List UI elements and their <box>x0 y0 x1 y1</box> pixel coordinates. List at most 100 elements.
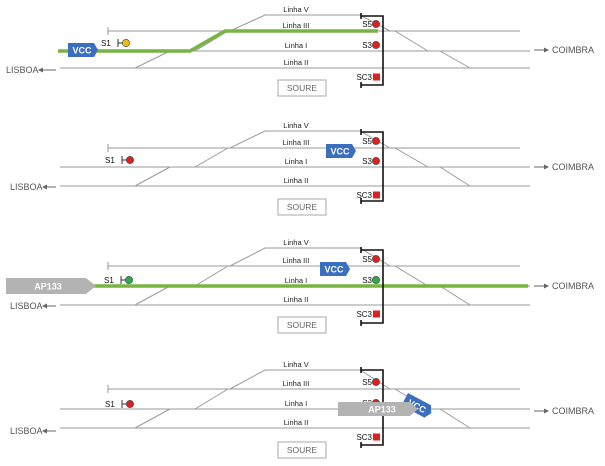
sc3-light <box>373 191 380 199</box>
crossover-iii-i-right <box>394 30 429 52</box>
crossover-i-iii-left <box>194 147 229 168</box>
signal-gantry <box>361 249 384 324</box>
station-name: SOURE <box>287 445 318 455</box>
s1-light <box>126 400 134 408</box>
sc3-light <box>373 310 380 318</box>
crossover-i-iii-left <box>194 388 229 410</box>
arrowhead-lisboa <box>42 184 47 190</box>
label-s1: S1 <box>104 276 114 285</box>
label-s1: S1 <box>101 39 111 48</box>
label-s1: S1 <box>105 400 115 409</box>
signal-gantry <box>361 15 384 86</box>
label-lisboa: LISBOA <box>10 182 43 192</box>
train-vcc: VCC <box>68 43 98 57</box>
label-linha-ii: Linha II <box>284 418 309 427</box>
station-name: SOURE <box>287 320 318 330</box>
s1-light <box>122 39 130 47</box>
label-linha-v: Linha V <box>283 360 308 369</box>
train-ap133-body <box>6 278 96 294</box>
station-box <box>277 441 327 459</box>
label-linha-i: Linha I <box>285 41 308 50</box>
label-linha-ii: Linha II <box>284 58 309 67</box>
label-linha-iii: Linha III <box>283 21 310 30</box>
label-s3: S3 <box>362 157 372 166</box>
label-linha-iii: Linha III <box>283 379 310 388</box>
station-name: SOURE <box>287 202 318 212</box>
arrowhead-lisboa <box>42 303 47 309</box>
label-sc3: SC3 <box>356 433 372 442</box>
label-lisboa: LISBOA <box>10 301 43 311</box>
train-vcc-label: VCC <box>330 147 350 157</box>
label-lisboa: LISBOA <box>10 426 43 436</box>
s3-light <box>372 157 380 165</box>
label-s5: S5 <box>362 137 372 146</box>
label-s3: S3 <box>362 276 372 285</box>
label-linha-i: Linha I <box>285 399 308 408</box>
train-ap133-label: AP133 <box>368 405 396 415</box>
label-linha-ii: Linha II <box>284 295 309 304</box>
train-ap133: AP133 <box>338 402 418 416</box>
sc3-light <box>373 433 380 441</box>
crossover-iii-i-right <box>394 147 429 168</box>
arrowhead-lisboa <box>38 67 43 73</box>
route-highlight <box>58 29 378 53</box>
arrowhead-coimbra <box>544 408 549 414</box>
train-vcc-label: VCC <box>72 46 92 56</box>
signal-gantry <box>361 131 384 202</box>
arrowhead-coimbra <box>544 47 549 53</box>
label-linha-i: Linha I <box>285 157 308 166</box>
station-box <box>277 198 327 216</box>
crossover-i-ii-right <box>439 285 471 306</box>
station-box <box>277 79 327 97</box>
label-sc3: SC3 <box>356 73 372 82</box>
train-ap133-label: AP133 <box>34 282 62 292</box>
train-vcc-label: VCC <box>324 265 344 275</box>
label-s5: S5 <box>362 255 372 264</box>
crossover-ii-i-left <box>134 408 171 429</box>
arrowhead-coimbra <box>544 164 549 170</box>
panel-1: Linha V Linha III Linha I Linha II LISBOA COI… <box>6 5 594 97</box>
crossover-iii-i-right <box>394 265 429 287</box>
label-coimbra: COIMBRA <box>552 45 594 55</box>
train-vcc-body <box>401 393 432 418</box>
label-s5: S5 <box>362 20 372 29</box>
sc3-light <box>373 73 380 81</box>
label-s3: S3 <box>362 41 372 50</box>
label-sc3: SC3 <box>356 191 372 200</box>
arrowhead-coimbra <box>544 283 549 289</box>
label-coimbra: COIMBRA <box>552 162 594 172</box>
label-coimbra: COIMBRA <box>552 281 594 291</box>
crossover-i-ii-right <box>439 50 471 69</box>
s1-light <box>126 156 134 164</box>
crossover-i-ii-right <box>439 166 471 187</box>
label-coimbra: COIMBRA <box>552 406 594 416</box>
s5-light <box>372 378 380 386</box>
label-linha-i: Linha I <box>285 276 308 285</box>
station-name: SOURE <box>287 83 318 93</box>
label-linha-v: Linha V <box>283 121 308 130</box>
crossover-ii-i-left <box>134 50 171 69</box>
label-s5: S5 <box>362 378 372 387</box>
label-linha-ii: Linha II <box>284 176 309 185</box>
label-linha-iii: Linha III <box>283 138 310 147</box>
panel-2: Linha V Linha III Linha I Linha II LISBOA COI… <box>10 121 594 216</box>
train-vcc: VCC <box>320 262 350 276</box>
train-vcc-body <box>320 262 350 276</box>
s3-light <box>372 276 380 284</box>
train-vcc: VCC <box>326 144 356 158</box>
label-lisboa: LISBOA <box>6 65 39 75</box>
label-linha-v: Linha V <box>283 5 308 14</box>
crossover-i-ii-right <box>439 408 471 429</box>
crossover-i-iii-left <box>194 265 229 287</box>
crossover-ii-i-left <box>134 166 171 187</box>
label-linha-iii: Linha III <box>283 256 310 265</box>
arrowhead-lisboa <box>42 428 47 434</box>
train-vcc-body <box>326 144 356 158</box>
station-box <box>277 316 327 334</box>
train-ap133-body <box>338 402 418 416</box>
label-linha-v: Linha V <box>283 238 308 247</box>
s5-light <box>372 20 380 28</box>
train-vcc-body <box>68 43 98 57</box>
panel-3: Linha V Linha III Linha I Linha II LISBOA COI… <box>6 238 594 334</box>
